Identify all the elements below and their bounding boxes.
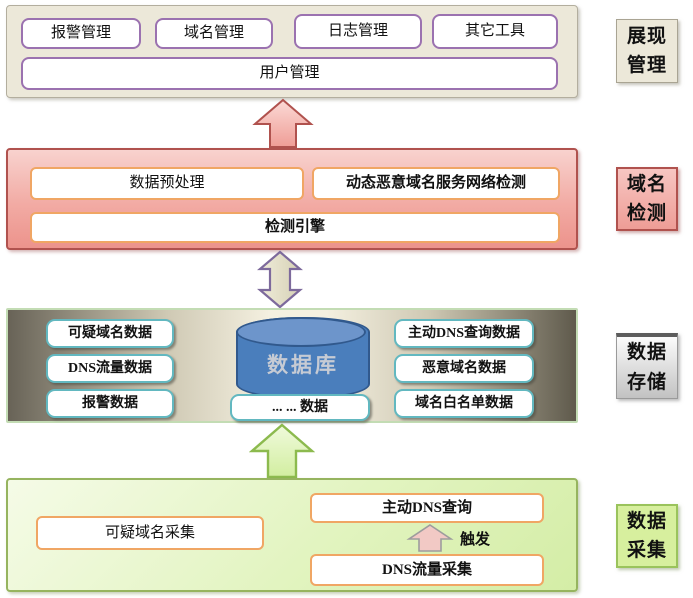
layer-label-storage: 数据存储 bbox=[616, 333, 678, 399]
store-suspicious-domain-data: 可疑域名数据 bbox=[46, 319, 174, 348]
module-domain-management: 域名管理 bbox=[155, 18, 273, 49]
trigger-arrow-icon bbox=[406, 524, 454, 552]
layer-label-presentation: 展现管理 bbox=[616, 19, 678, 83]
store-domain-whitelist-data: 域名白名单数据 bbox=[394, 389, 534, 418]
detection-layer-panel: 数据预处理 动态恶意域名服务网络检测 检测引擎 bbox=[6, 148, 578, 250]
module-fastflux-detection: 动态恶意域名服务网络检测 bbox=[312, 167, 560, 200]
presentation-layer-panel: 报警管理 域名管理 日志管理 其它工具 用户管理 bbox=[6, 5, 578, 98]
database-label: 数据库 bbox=[267, 353, 339, 377]
database-cylinder-icon: 数据库 bbox=[236, 317, 370, 399]
module-data-preprocess: 数据预处理 bbox=[30, 167, 304, 200]
storage-layer-panel: 可疑域名数据 DNS流量数据 报警数据 数据库 ... ... 数据 主动DNS… bbox=[6, 308, 578, 423]
module-log-management: 日志管理 bbox=[294, 14, 422, 49]
layer-label-collection: 数据采集 bbox=[616, 504, 678, 568]
layer-label-detection: 域名检测 bbox=[616, 167, 678, 231]
store-dns-traffic-data: DNS流量数据 bbox=[46, 354, 174, 383]
module-dns-traffic-collection: DNS流量采集 bbox=[310, 554, 544, 586]
module-user-management: 用户管理 bbox=[21, 57, 558, 90]
module-active-dns-query: 主动DNS查询 bbox=[310, 493, 544, 523]
module-suspicious-domain-collection: 可疑域名采集 bbox=[36, 516, 264, 550]
module-alarm-management: 报警管理 bbox=[21, 18, 141, 49]
double-arrow-icon bbox=[257, 250, 303, 309]
module-other-tools: 其它工具 bbox=[432, 14, 558, 49]
module-detection-engine: 检测引擎 bbox=[30, 212, 560, 243]
up-arrow-icon bbox=[252, 98, 314, 148]
collection-layer-panel: 可疑域名采集 主动DNS查询 触发 DNS流量采集 bbox=[6, 478, 578, 592]
store-other-data: ... ... 数据 bbox=[230, 394, 370, 421]
store-active-dns-query-data: 主动DNS查询数据 bbox=[394, 319, 534, 348]
trigger-label: 触发 bbox=[460, 532, 491, 548]
store-malicious-domain-data: 恶意域名数据 bbox=[394, 354, 534, 383]
store-alarm-data: 报警数据 bbox=[46, 389, 174, 418]
up-arrow-green-icon bbox=[249, 423, 315, 479]
